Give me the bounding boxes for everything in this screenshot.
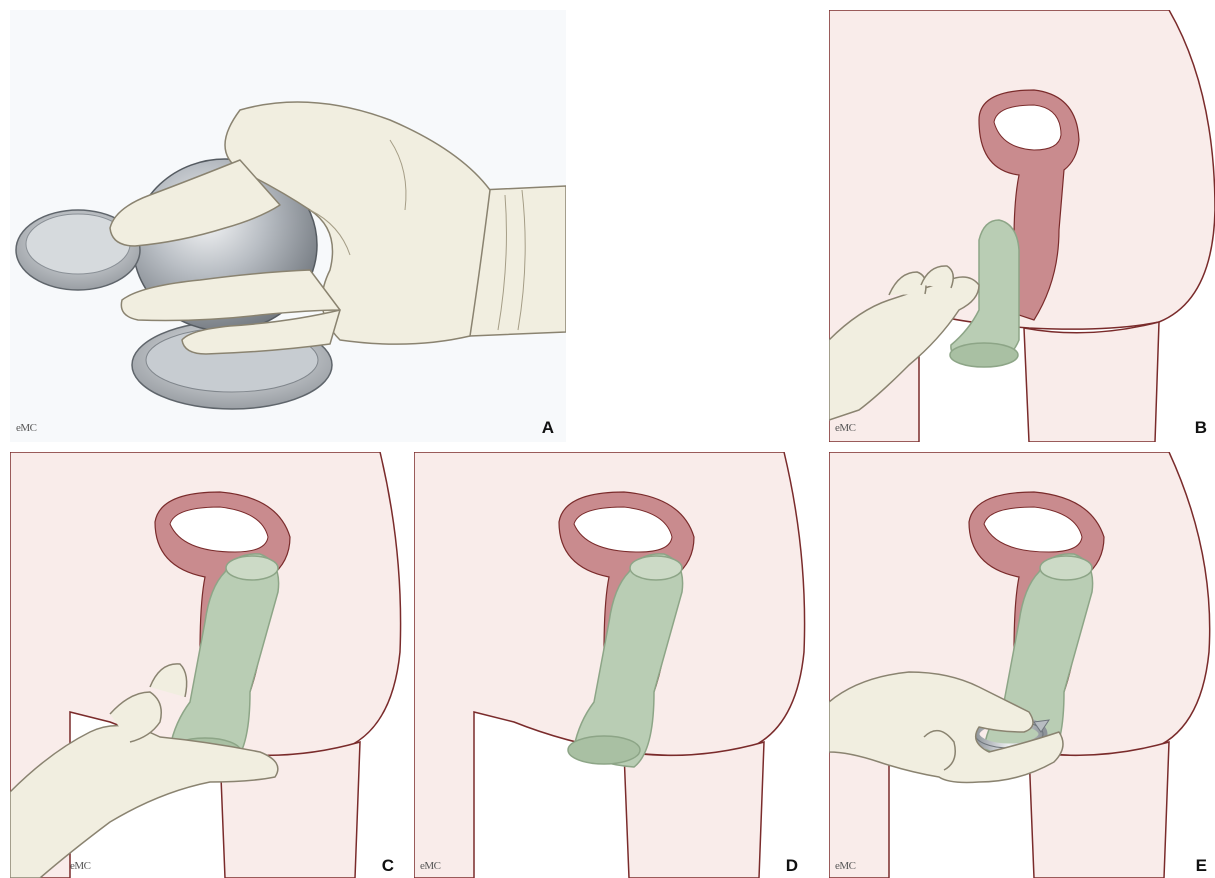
panel-a-illustration <box>10 10 566 442</box>
panel-b: eMC B <box>829 10 1215 442</box>
panel-c: eMC C <box>10 452 404 878</box>
thigh <box>624 742 764 878</box>
credit-mark-a: eMC <box>16 423 37 434</box>
panel-a: eMC A <box>10 10 566 442</box>
panel-label-b: B <box>1195 419 1207 436</box>
panel-label-d: D <box>786 857 798 874</box>
panel-label-c: C <box>382 857 394 874</box>
credit-mark-c: eMC <box>70 861 91 872</box>
credit-mark-d: eMC <box>420 861 441 872</box>
panel-e: eMC E <box>829 452 1215 878</box>
panel-label-a: A <box>542 419 554 436</box>
panel-c-illustration <box>10 452 404 878</box>
panel-b-illustration <box>829 10 1215 442</box>
credit-mark-b: eMC <box>835 423 856 434</box>
panel-e-illustration <box>829 452 1215 878</box>
thigh <box>1024 322 1159 442</box>
credit-mark-e: eMC <box>835 861 856 872</box>
panel-d-illustration <box>414 452 808 878</box>
panel-label-e: E <box>1196 857 1207 874</box>
panel-d: eMC D <box>414 452 808 878</box>
